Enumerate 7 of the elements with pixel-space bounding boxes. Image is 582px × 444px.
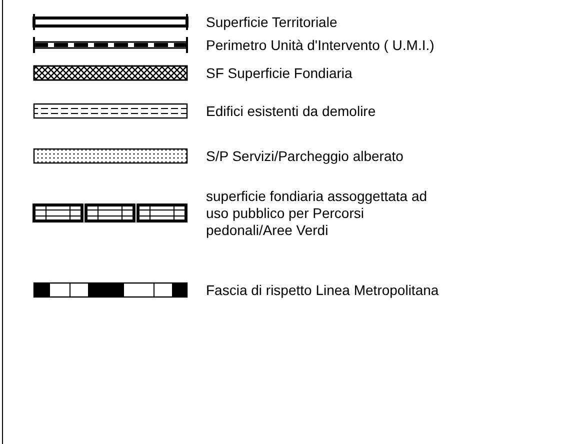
legend-text: Perimetro Unità d'Intervento ( U.M.I.) <box>206 37 434 54</box>
legend-text: superficie fondiaria assoggettata ad uso pubblico per Percorsi pedonali/Aree Verdi <box>206 188 428 239</box>
legend-text: Superficie Territoriale <box>206 14 338 31</box>
legend-text: SF Superficie Fondiaria <box>206 65 352 82</box>
legend-text: Fascia di rispetto Linea Metropolitana <box>206 282 439 299</box>
legend-text: Edifici esistenti da demolire <box>206 103 376 120</box>
legend-text: S/P Servizi/Parcheggio alberato <box>206 148 404 165</box>
